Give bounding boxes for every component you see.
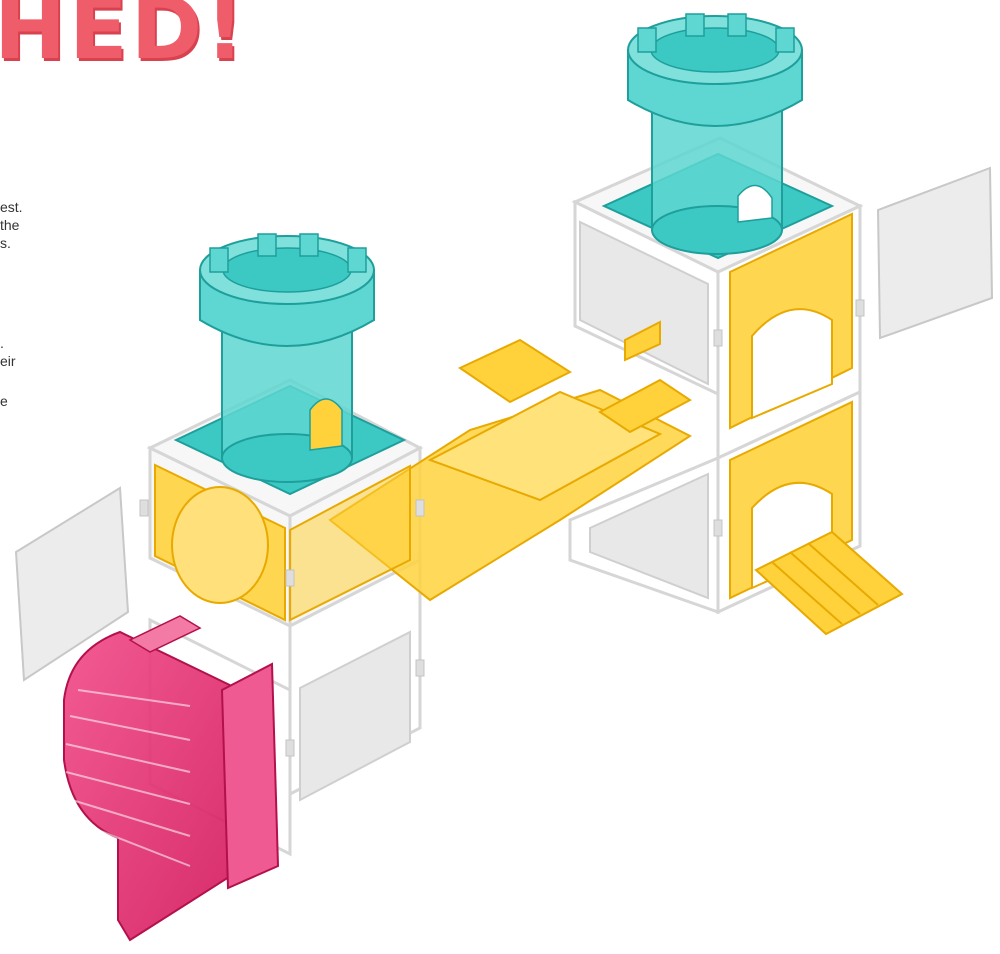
right-tower <box>604 14 832 258</box>
staircase <box>64 616 278 940</box>
left-tower <box>176 234 404 494</box>
right-wing-panel <box>878 168 992 338</box>
